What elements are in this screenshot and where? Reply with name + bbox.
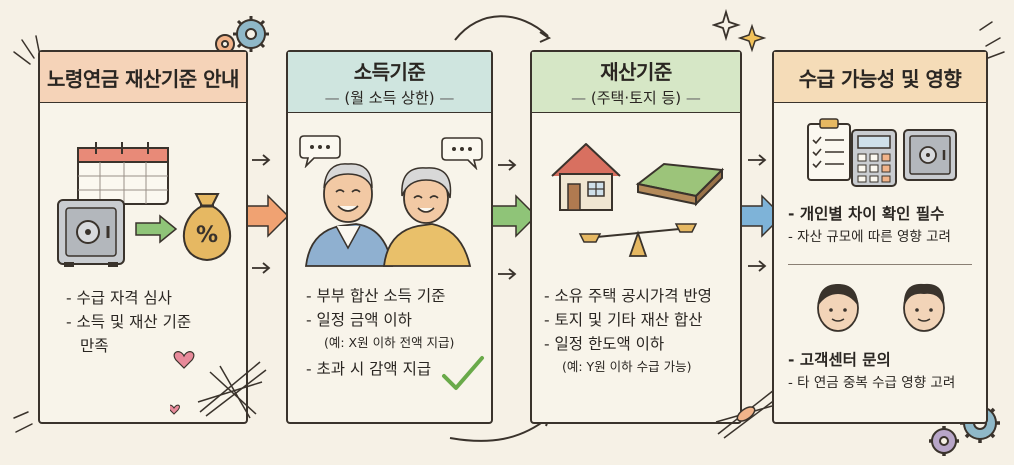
panel-subtitle: (월 소득 상한) bbox=[325, 87, 455, 108]
list-item: - 부부 합산 소득 기준 bbox=[306, 287, 446, 305]
panel-title: 수급 가능성 및 영향 bbox=[798, 66, 962, 91]
list-item: - 개인별 차이 확인 필수 bbox=[788, 205, 945, 223]
list-item: - 토지 및 기타 재산 합산 bbox=[544, 311, 703, 329]
list-item: - 초과 시 감액 지급 bbox=[306, 360, 432, 378]
list-item: - 일정 금액 이하 bbox=[306, 311, 412, 329]
panel-header: 소득기준 (월 소득 상한) bbox=[288, 52, 491, 113]
panel-header: 재산기준 (주택·토지 등) bbox=[532, 52, 740, 113]
panel-title: 재산기준 bbox=[600, 60, 672, 84]
list-item: - 수급 자격 심사 bbox=[66, 289, 172, 307]
house-icon bbox=[551, 143, 621, 211]
panel-header: 노령연금 재산기준 안내 bbox=[40, 52, 246, 103]
safe-icon bbox=[57, 199, 125, 267]
svg-text:%: % bbox=[196, 223, 218, 248]
clipboard-icon bbox=[807, 118, 851, 181]
speech-bubble-icon bbox=[441, 137, 483, 170]
gear-icon bbox=[215, 16, 269, 54]
list-note: (예: X원 이하 전액 지급) bbox=[324, 335, 455, 350]
sparkle-icon bbox=[712, 8, 767, 53]
panel-header: 수급 가능성 및 영향 bbox=[774, 52, 986, 103]
list-item: - 소득 및 재산 기준 bbox=[66, 313, 192, 331]
elderly-couple-icon bbox=[304, 163, 472, 267]
panel-items-bottom: - 고객센터 문의 - 타 연금 중복 수급 영향 고려 bbox=[788, 348, 955, 397]
panel-asset-criteria: 재산기준 (주택·토지 등) - 소유 주택 공시가격 반영 - 토지 및 기타… bbox=[530, 50, 781, 439]
panel-title: 소득기준 bbox=[353, 60, 426, 84]
arrow-icon bbox=[135, 214, 178, 244]
divider bbox=[788, 264, 972, 265]
panel-items-top: - 개인별 차이 확인 필수 - 자산 규모에 따른 영향 고려 bbox=[788, 202, 951, 251]
list-note: (예: Y원 이하 수급 가능) bbox=[562, 359, 692, 374]
panel-subtitle: (주택·토지 등) bbox=[571, 87, 701, 108]
list-item: - 자산 규모에 따른 영향 고려 bbox=[788, 229, 951, 245]
land-icon bbox=[635, 162, 725, 207]
panel-items: - 수급 자격 심사 - 소득 및 재산 기준 만족 bbox=[66, 286, 191, 358]
safe-icon bbox=[903, 129, 957, 181]
list-item: - 일정 한도액 이하 bbox=[544, 335, 665, 353]
panel-application-guide: 노령연금 재산기준 안내 % - 수급 자격 심사 - 소득 및 재산 기준 만… bbox=[38, 50, 267, 424]
list-item: 만족 bbox=[80, 337, 109, 355]
sticks-decoration bbox=[715, 389, 781, 439]
panel-items: - 부부 합산 소득 기준 - 일정 금액 이하 (예: X원 이하 전액 지급… bbox=[306, 284, 454, 381]
checkmark-icon bbox=[442, 356, 484, 390]
calculator-icon bbox=[851, 129, 897, 187]
person-icon bbox=[903, 283, 945, 332]
balance-scale-icon bbox=[578, 223, 698, 257]
list-item: - 소유 주택 공시가격 반영 bbox=[544, 287, 712, 305]
money-bag-percent-icon: % bbox=[182, 193, 232, 262]
calendar-icon bbox=[77, 142, 169, 205]
panel-title: 노령연금 재산기준 안내 bbox=[47, 66, 239, 91]
heart-icon bbox=[170, 351, 267, 419]
panel-income-criteria: 소득기준 (월 소득 상한) - 부부 합산 소득 기준 - 일정 금액 이하 … bbox=[286, 50, 493, 424]
panel-items: - 소유 주택 공시가격 반영 - 토지 및 기타 재산 합산 - 일정 한도액… bbox=[544, 284, 712, 381]
list-item: - 타 연금 중복 수급 영향 고려 bbox=[788, 375, 956, 391]
person-icon bbox=[817, 284, 859, 332]
speech-bubble-icon bbox=[299, 135, 341, 168]
panel-eligibility-impact: 수급 가능성 및 영향 - 개인별 차이 확인 필수 - 자산 규모에 따른 영… bbox=[772, 50, 988, 424]
list-item: - 고객센터 문의 bbox=[788, 351, 891, 369]
